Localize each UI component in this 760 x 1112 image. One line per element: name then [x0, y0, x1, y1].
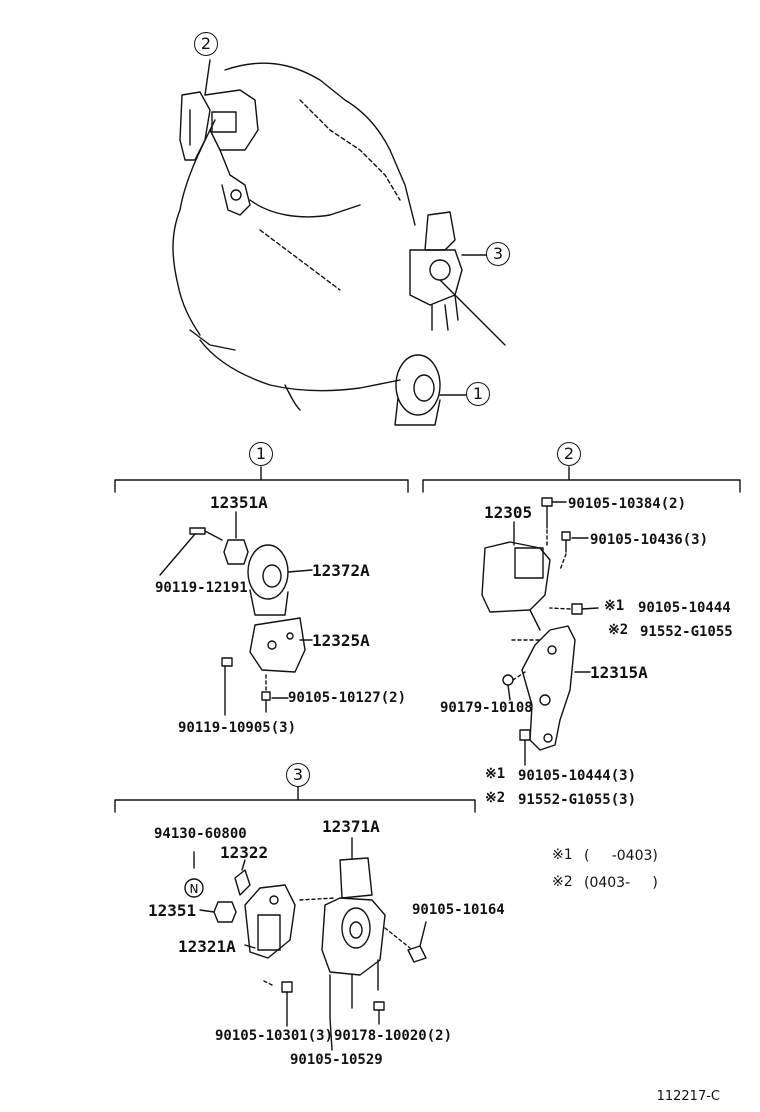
- callout-2-overview: 2: [194, 32, 218, 56]
- label-90105-10384: 90105-10384(2): [568, 496, 687, 512]
- label-12305: 12305: [484, 503, 533, 522]
- callout-1-section: 1: [249, 442, 273, 466]
- label-90105-10127: 90105-10127(2): [288, 690, 407, 706]
- mark-1-bottom: ※1: [485, 766, 506, 782]
- mark-2-right: ※2: [608, 622, 629, 638]
- section-3-parts: [193, 837, 427, 1051]
- label-90105-10444-bottom: 90105-10444(3): [518, 768, 637, 784]
- legend-1-mark: ※1: [552, 847, 573, 863]
- label-12322: 12322: [220, 843, 269, 862]
- label-90105-10444-right: 90105-10444: [638, 600, 731, 616]
- bracket-3: [114, 786, 476, 813]
- legend-1-text: ( -0403): [584, 848, 658, 864]
- label-12321A: 12321A: [178, 937, 236, 956]
- callout-2-section: 2: [557, 442, 581, 466]
- section-1-parts: [159, 511, 313, 716]
- nut-symbol-circle: [184, 878, 204, 898]
- label-12325A: 12325A: [312, 631, 370, 650]
- diagram-id: 112217-C: [656, 1089, 720, 1104]
- label-90105-10529: 90105-10529: [290, 1052, 383, 1068]
- label-90105-10436: 90105-10436(3): [590, 532, 709, 548]
- label-90119-10905: 90119-10905(3): [178, 720, 297, 736]
- legend-2-text: (0403- ): [584, 875, 658, 891]
- label-12371A: 12371A: [322, 817, 380, 836]
- label-94130-60800: 94130-60800: [154, 826, 247, 842]
- mount-3-overview: [409, 211, 489, 331]
- nut-symbol-letter: N: [190, 882, 199, 896]
- legend-2-mark: ※2: [552, 874, 573, 890]
- label-91552-G1055-right: 91552-G1055: [640, 624, 733, 640]
- label-90105-10164: 90105-10164: [412, 902, 505, 918]
- label-12315A: 12315A: [590, 663, 648, 682]
- mark-2-bottom: ※2: [485, 790, 506, 806]
- section-2-parts: [481, 497, 599, 766]
- label-12351: 12351: [148, 901, 197, 920]
- callout-1-overview: 1: [466, 382, 490, 406]
- label-12372A: 12372A: [312, 561, 370, 580]
- bracket-1: [114, 466, 409, 493]
- label-12351A: 12351A: [210, 493, 268, 512]
- label-90119-12191: 90119-12191: [155, 580, 248, 596]
- label-90179-10108: 90179-10108: [440, 700, 533, 716]
- label-91552-G1055-bottom: 91552-G1055(3): [518, 792, 637, 808]
- engine-outline: [172, 62, 506, 411]
- mark-1-right: ※1: [604, 598, 625, 614]
- mount-2-overview: [179, 59, 259, 216]
- label-90105-10301: 90105-10301(3): [215, 1028, 334, 1044]
- bracket-2: [422, 466, 741, 493]
- mount-1-overview: [394, 354, 467, 426]
- callout-3-overview: 3: [486, 242, 510, 266]
- callout-3-section: 3: [286, 763, 310, 787]
- label-90178-10020: 90178-10020(2): [334, 1028, 453, 1044]
